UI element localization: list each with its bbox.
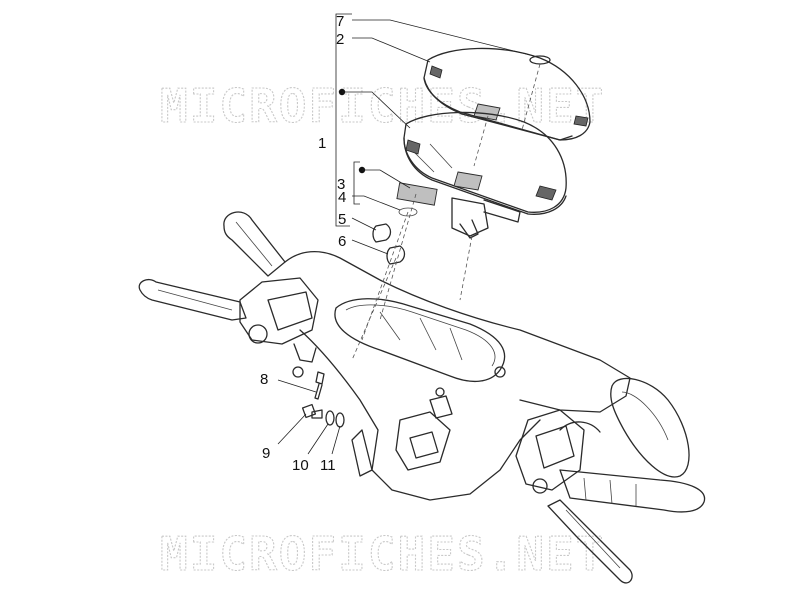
- callout-7: 7: [336, 13, 344, 30]
- callout-2: 2: [336, 31, 344, 48]
- callout-5: 5: [338, 211, 346, 228]
- handlebar-assembly: [138, 211, 706, 584]
- part-8-screw: [314, 371, 325, 400]
- callout-10: 10: [292, 457, 309, 474]
- watermark-top: MICROFICHES.NET: [160, 79, 605, 133]
- part-4-pad: [396, 182, 438, 206]
- part-5-bulb: [372, 223, 392, 243]
- callout-8: 8: [260, 371, 268, 388]
- callout-1: 1: [318, 135, 326, 152]
- part-10-washer: [325, 410, 335, 426]
- part-11-washer: [335, 412, 345, 428]
- watermark-bottom: MICROFICHES.NET: [160, 527, 605, 581]
- part-4-ring: [398, 207, 418, 217]
- part-9-bolt: [301, 403, 323, 419]
- callout-9: 9: [262, 445, 270, 462]
- dashboard-cover-part-2: [423, 47, 591, 141]
- callout-4: 4: [338, 189, 346, 206]
- callout-3: 3: [337, 176, 345, 193]
- callout-11: 11: [320, 457, 336, 474]
- callout-leaders: [277, 13, 535, 455]
- instrument-cluster-part-1: [403, 111, 567, 239]
- part-6-bulb: [386, 245, 406, 265]
- callout-6: 6: [338, 233, 346, 250]
